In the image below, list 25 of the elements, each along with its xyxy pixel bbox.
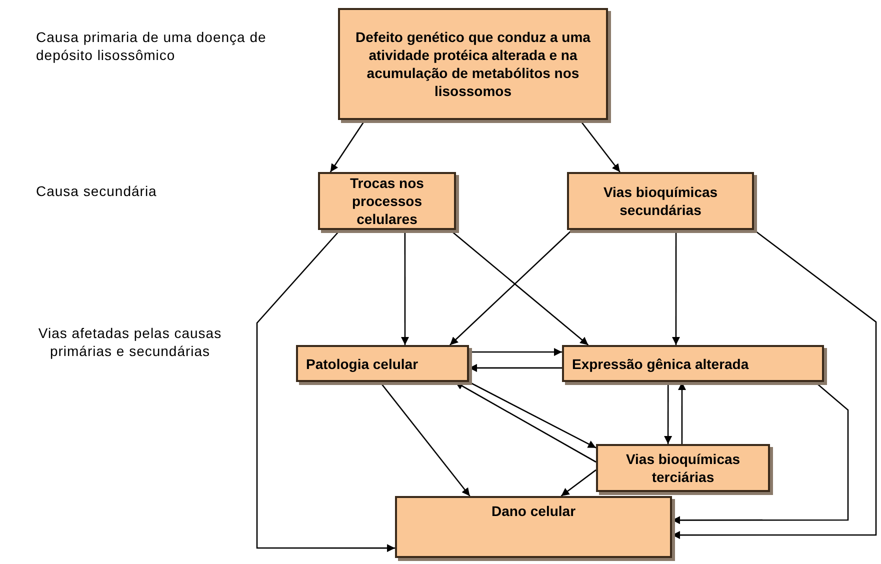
process-box xyxy=(395,496,672,558)
arrow xyxy=(560,469,596,497)
process-box xyxy=(318,172,456,230)
process-box xyxy=(567,172,754,230)
arrow xyxy=(672,229,877,540)
arrow xyxy=(672,230,680,345)
box-text: Expressão gênica alterada xyxy=(572,354,749,372)
arrow xyxy=(678,382,686,444)
arrow xyxy=(664,382,672,444)
process-box xyxy=(296,345,469,382)
box-text: Vias bioquímicas terciárias xyxy=(624,450,742,486)
arrow xyxy=(400,230,409,345)
box-text: Defeito genético que conduz a uma atividade protéica alterada e na acumulação de metabólitos nos lisossomos xyxy=(354,28,592,100)
process-box xyxy=(338,8,608,120)
arrow xyxy=(469,348,562,356)
box-text: Trocas nos processos celulares xyxy=(349,174,425,228)
row-label: Vias afetadas pelas causas primárias e secundárias xyxy=(37,324,223,360)
box-text: Dano celular xyxy=(491,502,576,520)
box-text: Vias bioquímicas secundárias xyxy=(602,183,719,219)
arrow xyxy=(469,364,562,372)
process-box xyxy=(562,345,824,382)
process-box xyxy=(596,444,770,492)
row-label: Causa primaria de uma doença de depósito lisossômico xyxy=(36,28,268,64)
row-label: Causa secundária xyxy=(36,182,158,200)
box-text: Patologia celular xyxy=(306,354,418,372)
